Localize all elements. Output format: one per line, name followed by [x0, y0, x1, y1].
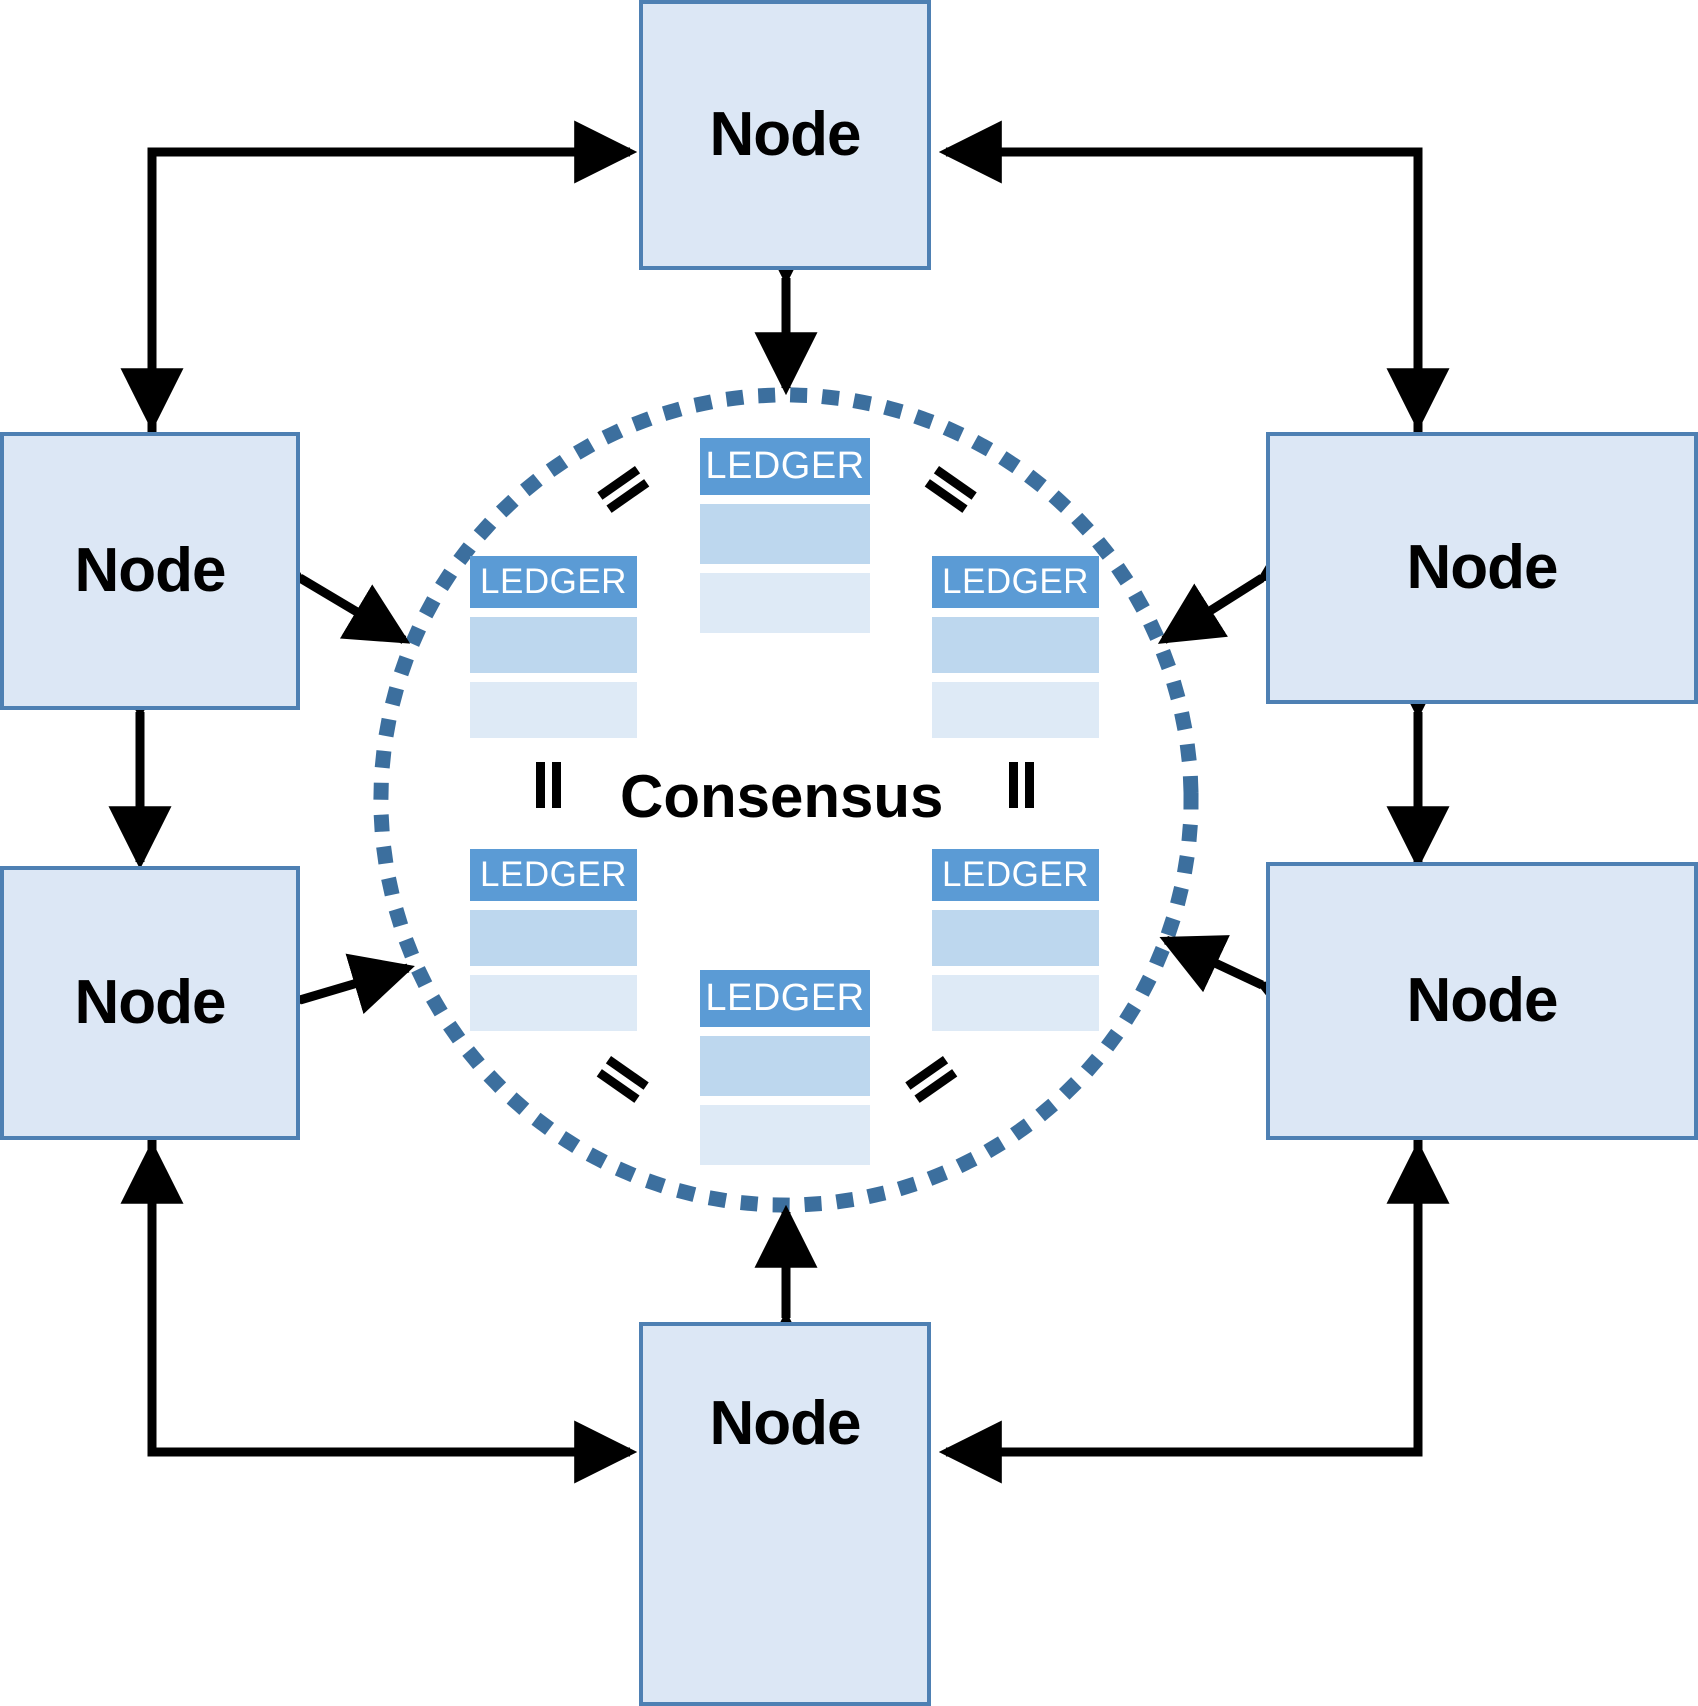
conn-ring-left-bottom [147, 1140, 638, 1484]
ledger-bottom-row-2 [700, 1105, 870, 1165]
equals-mid-left-icon [531, 762, 565, 808]
consensus-label: Consensus [620, 763, 944, 830]
conn-ring-right-top [938, 120, 1423, 432]
ledger-lower-left[interactable]: LEDGER [470, 849, 637, 1031]
node-bottom-label: Node [709, 1389, 862, 1458]
equals-lower-right-icon [902, 1052, 959, 1106]
ledger-upper-right[interactable]: LEDGER [932, 556, 1099, 738]
node-left-upper[interactable]: Node [0, 432, 300, 710]
node-right-lower-label: Node [1406, 966, 1559, 1035]
node-top[interactable]: Node [639, 0, 931, 270]
ledger-lower-left-header: LEDGER [470, 849, 637, 901]
ledger-upper-left-row-2 [470, 682, 637, 738]
ledger-lower-right-header: LEDGER [932, 849, 1099, 901]
ledger-bottom-header: LEDGER [700, 970, 870, 1027]
conn-ring-right-bottom [938, 1140, 1423, 1484]
node-top-label: Node [709, 100, 862, 169]
ledger-upper-right-row-2 [932, 682, 1099, 738]
conn-center-left-upper [235, 522, 411, 644]
ledger-upper-left-header: LEDGER [470, 556, 637, 608]
ledger-lower-left-row-2 [470, 975, 637, 1031]
node-right-lower[interactable]: Node [1266, 862, 1698, 1140]
conn-center-left-lower [237, 953, 415, 1047]
ledger-bottom[interactable]: LEDGER [700, 970, 870, 1165]
ledger-upper-right-header: LEDGER [932, 556, 1099, 608]
node-right-upper-label: Node [1406, 533, 1559, 602]
ledger-lower-right-row-1 [932, 910, 1099, 966]
ledger-top-header: LEDGER [700, 438, 870, 495]
equals-upper-right-icon [922, 462, 979, 516]
conn-center-right-lower [1159, 935, 1326, 1038]
node-left-lower[interactable]: Node [0, 866, 300, 1140]
node-left-upper-label: Node [74, 536, 227, 605]
ledger-upper-right-row-1 [932, 617, 1099, 673]
ledger-lower-right[interactable]: LEDGER [932, 849, 1099, 1031]
ledger-upper-left[interactable]: LEDGER [470, 556, 637, 738]
ledger-lower-left-row-1 [470, 910, 637, 966]
ledger-top-row-2 [700, 573, 870, 633]
ledger-lower-right-row-2 [932, 975, 1099, 1031]
equals-mid-right-icon [1004, 762, 1038, 808]
equals-upper-left-icon [594, 462, 651, 516]
node-right-upper[interactable]: Node [1266, 432, 1698, 704]
conn-ring-left-top [147, 120, 638, 432]
equals-lower-left-icon [594, 1052, 651, 1106]
conn-center-right-upper [1157, 521, 1326, 644]
node-bottom[interactable]: Node [639, 1322, 931, 1706]
ledger-top-row-1 [700, 504, 870, 564]
ledger-top[interactable]: LEDGER [700, 438, 870, 633]
ledger-upper-left-row-1 [470, 617, 637, 673]
node-left-lower-label: Node [74, 968, 227, 1037]
ledger-bottom-row-1 [700, 1036, 870, 1096]
